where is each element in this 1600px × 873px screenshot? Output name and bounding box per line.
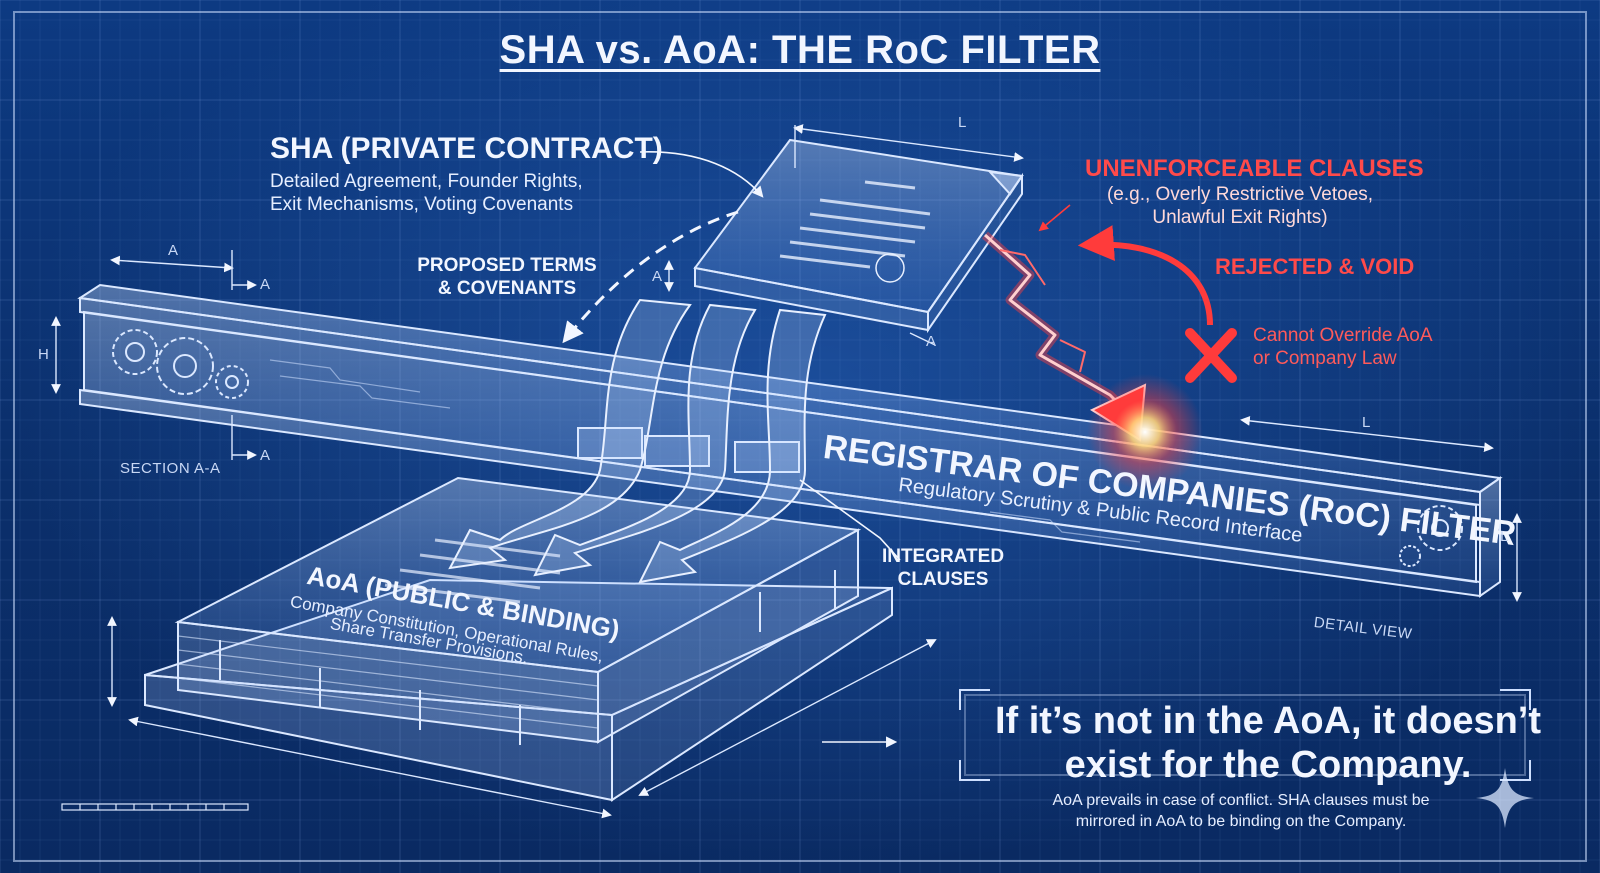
key-message-callout: If it’s not in the AoA, it doesn’t exist…: [976, 698, 1560, 848]
key-message-line: exist for the Company.: [1064, 744, 1472, 786]
cannot-override-label: or Company Law: [1253, 348, 1397, 369]
key-message-note: mirrored in AoA to be binding on the Com…: [1075, 813, 1407, 830]
close-icon: [1185, 328, 1237, 383]
integration-clamps: [577, 427, 800, 473]
unenforceable-heading: UNENFORCEABLE CLAUSES: [1085, 155, 1424, 182]
gear-icon: [112, 329, 1463, 567]
dimension-label-a: A: [168, 242, 179, 259]
sha-description-line: Detailed Agreement, Founder Rights,: [270, 171, 583, 192]
key-message-note: AoA prevails in case of conflict. SHA cl…: [1052, 792, 1430, 809]
proposed-terms-arrow: [562, 210, 739, 344]
clause-flow-arrows: [448, 298, 827, 584]
callout-frame: [959, 689, 1531, 781]
integrated-clauses-label: INTEGRATED: [881, 546, 1005, 567]
proposed-terms-label: PROPOSED TERMS: [417, 255, 597, 276]
sparkle-icon: [1476, 768, 1534, 828]
proposed-terms-label: & COVENANTS: [437, 278, 577, 299]
page-title: SHA vs. AoA: THE RoC FILTER: [499, 28, 1101, 72]
sha-description-line: Exit Mechanisms, Voting Covenants: [270, 194, 574, 215]
dimension-label-h: H: [38, 346, 50, 363]
rejected-arrow: [1077, 225, 1213, 326]
beam-circuit-traces: [269, 359, 1141, 543]
dimension-label-a: A: [926, 333, 937, 350]
dimension-lines: [51, 124, 1522, 819]
dimension-label-a: A: [652, 268, 663, 285]
dimension-label-a: A: [260, 447, 271, 464]
cannot-override-label: Cannot Override AoA: [1253, 325, 1433, 346]
sha-document: [693, 138, 1024, 334]
impact-burst: [1087, 374, 1203, 490]
sha-heading: SHA (PRIVATE CONTRACT): [270, 132, 663, 165]
section-label: SECTION A-A: [120, 460, 221, 477]
rejected-label: REJECTED & VOID: [1215, 254, 1415, 279]
key-message-line: If it’s not in the AoA, it doesn’t: [994, 700, 1542, 742]
dimension-label-a: A: [260, 276, 271, 293]
dimension-label-l: L: [1362, 414, 1371, 431]
dimension-label-l: L: [958, 114, 967, 131]
unenforceable-example: (e.g., Overly Restrictive Vetoes,: [1106, 184, 1374, 205]
scale-bar: [61, 803, 249, 811]
frame-border: [13, 11, 1587, 862]
unenforceable-example: Unlawful Exit Rights): [1152, 207, 1328, 228]
dimension-label-l: L: [1500, 528, 1509, 545]
integrated-clauses-label: CLAUSES: [897, 569, 989, 590]
